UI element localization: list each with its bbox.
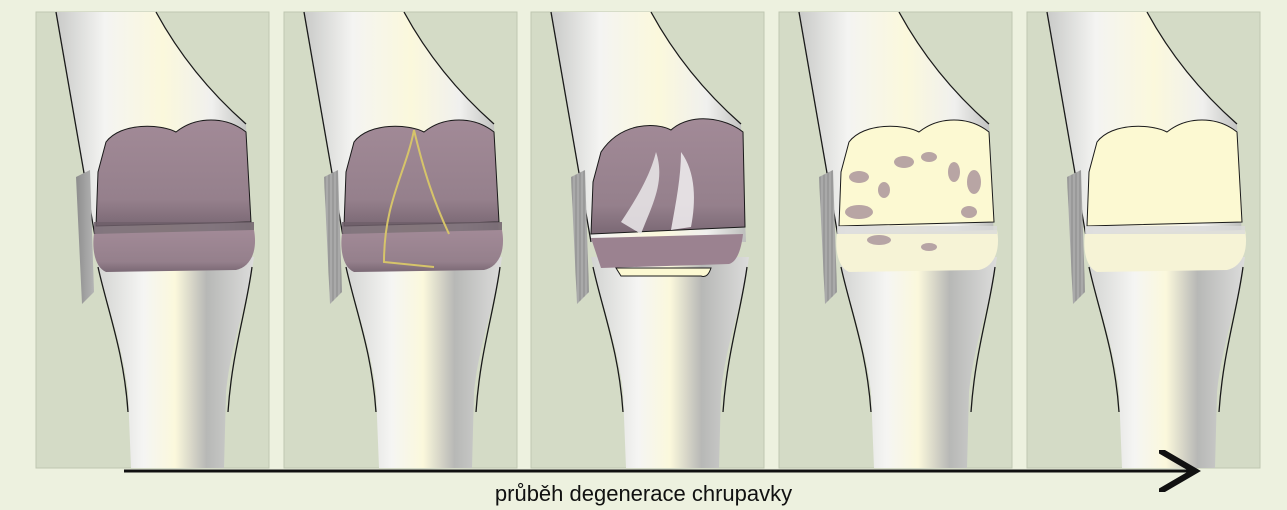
cartilage-remnant-3 xyxy=(894,156,914,168)
tibial-surface xyxy=(836,230,998,272)
cartilage-remnant-10 xyxy=(921,243,937,251)
femoral-cartilage xyxy=(96,120,251,226)
cartilage-remnant-4 xyxy=(921,152,937,162)
knee-panel-stage-4 xyxy=(779,12,1012,468)
tibial-cartilage xyxy=(591,234,743,268)
femoral-cartilage xyxy=(344,120,499,226)
knee-panel-stage-1 xyxy=(36,12,269,468)
panel-group xyxy=(36,12,1260,468)
caption-progression: průběh degenerace chrupavky xyxy=(0,481,1287,507)
cartilage-remnant-6 xyxy=(967,170,981,194)
cartilage-remnant-5 xyxy=(948,162,960,182)
knee-panel-stage-3 xyxy=(531,12,764,468)
cartilage-remnant-9 xyxy=(867,235,891,245)
tibial-cartilage xyxy=(93,230,255,272)
joint-space xyxy=(1085,226,1245,234)
exposed-subchondral-bone xyxy=(616,268,711,277)
cartilage-remnant-1 xyxy=(849,171,869,183)
knee-panel-stage-2 xyxy=(284,12,517,468)
cartilage-remnant-8 xyxy=(961,206,977,218)
cartilage-remnant-7 xyxy=(845,205,873,219)
joint-space xyxy=(837,226,997,234)
cartilage-remnant-2 xyxy=(878,182,890,198)
femoral-surface xyxy=(1087,120,1242,226)
knee-panel-stage-5 xyxy=(1027,12,1260,468)
tibial-surface xyxy=(1084,230,1246,272)
